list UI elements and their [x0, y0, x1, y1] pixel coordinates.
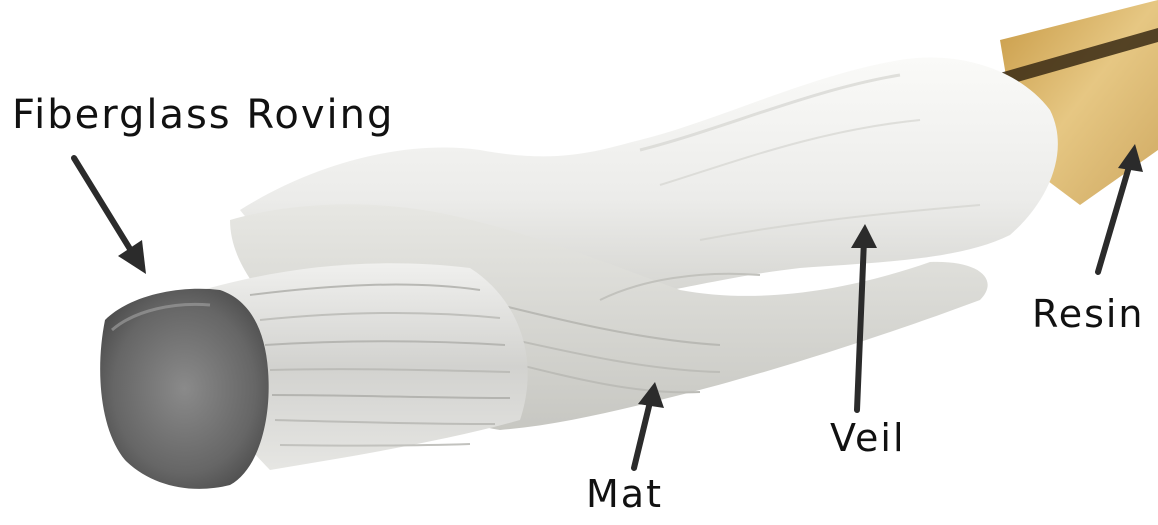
resin-label: Resin: [1032, 292, 1145, 336]
roving-cut-end: [100, 289, 269, 489]
veil-label: Veil: [830, 416, 906, 460]
mat-label: Mat: [586, 472, 663, 516]
roving-arrow: [74, 158, 146, 274]
fiberglass-roving-label: Fiberglass Roving: [12, 92, 394, 138]
